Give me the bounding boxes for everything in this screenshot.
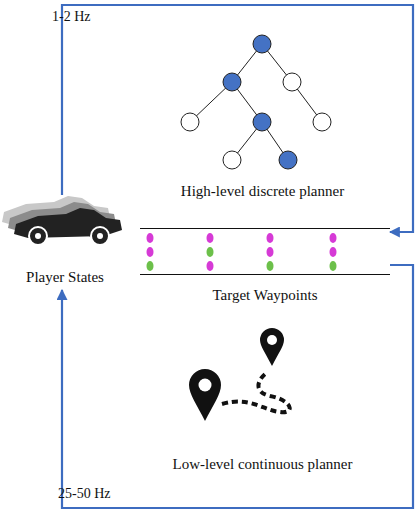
search-tree <box>181 35 331 169</box>
feedback-arrow <box>62 5 413 232</box>
feedback-arrow <box>62 265 413 508</box>
node-label: High-level discrete planner <box>150 182 375 200</box>
planner-node: High-level discrete planner <box>150 28 375 202</box>
state-node: Player States <box>0 195 130 290</box>
frequency-label: 1-2 Hz <box>52 9 91 25</box>
car-icons <box>2 196 122 245</box>
node-label: Target Waypoints <box>140 286 390 304</box>
waypoint-dots <box>147 233 337 271</box>
node-label: Player States <box>0 268 130 286</box>
map-route <box>189 328 290 421</box>
planner-node: Low-level continuous planner <box>150 322 375 477</box>
node-label: Low-level continuous planner <box>150 455 375 473</box>
frequency-label: 25-50 Hz <box>58 486 111 502</box>
waypoint-band: Target Waypoints <box>140 228 390 275</box>
